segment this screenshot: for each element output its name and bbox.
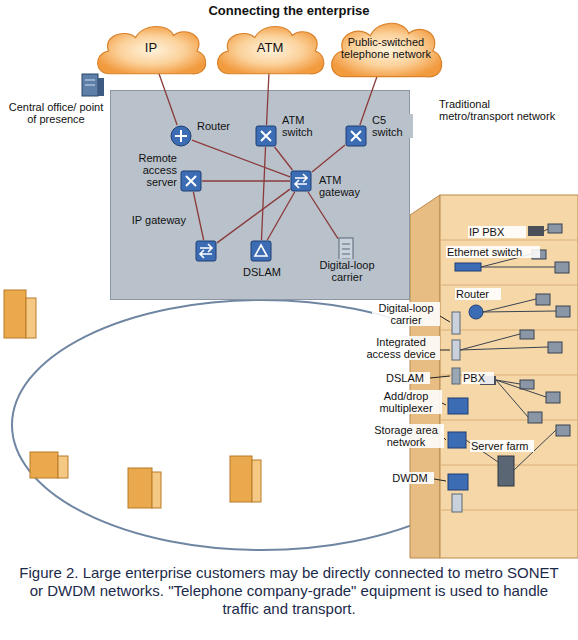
router-arrows <box>175 130 187 142</box>
switch-arrows <box>261 131 271 141</box>
connector-line <box>267 73 269 125</box>
device-icon <box>250 240 272 262</box>
connector-line <box>159 73 177 125</box>
server-icon <box>82 74 104 96</box>
switch-arrows <box>351 131 361 141</box>
connector-line <box>193 192 203 240</box>
device-icon <box>345 125 367 147</box>
connector-line <box>192 140 290 177</box>
ring-buildings <box>4 290 261 508</box>
device-node: IP gateway <box>195 240 217 262</box>
device-icon <box>255 125 277 147</box>
callout-label: Storage area network <box>368 424 444 448</box>
cloud-shape <box>98 26 206 73</box>
diagram-title: Connecting the enterprise <box>0 3 578 18</box>
connector-line <box>202 180 290 181</box>
device-node: ATM switch <box>255 125 277 147</box>
device-node: Digital-loop carrier <box>338 237 354 265</box>
device-node: Router <box>170 125 192 147</box>
device-icon <box>195 240 217 262</box>
cloud-label: ATM <box>243 41 297 61</box>
device-node: Remote access server <box>180 170 202 192</box>
device-label: Remote access server <box>124 152 178 188</box>
callout-label: DSLAM <box>380 372 430 384</box>
cloud-label: IP <box>131 41 171 61</box>
connector-line <box>261 147 265 240</box>
callout-label: DWDM <box>386 472 434 484</box>
callout-label: Server farm <box>470 440 534 452</box>
gateway-arrows <box>200 244 212 258</box>
device-label: ATM gateway <box>318 174 370 198</box>
gateway-symbol <box>196 241 216 261</box>
cloud-label: Public-switched telephone network <box>326 36 446 66</box>
device-node: DSLAM <box>250 240 272 262</box>
device-node: ATM gateway <box>290 170 312 192</box>
device-label: ATM switch <box>281 114 323 138</box>
switch-symbol <box>181 171 201 191</box>
connector-line <box>360 76 377 126</box>
device-icon <box>290 170 312 192</box>
callout-label: Ethernet switch <box>446 246 540 258</box>
cloud-shape <box>217 26 323 73</box>
switch-symbol <box>256 126 276 146</box>
device-label: DSLAM <box>236 266 288 278</box>
enterprise-building <box>410 195 578 558</box>
router-symbol <box>171 126 191 146</box>
gateway-symbol <box>291 171 311 191</box>
building-devices <box>448 224 570 512</box>
connector-line <box>267 192 294 240</box>
callout-label: Router <box>455 288 501 300</box>
callout-label: PBX <box>462 372 494 384</box>
network-cloud: IP <box>92 20 210 82</box>
device-label: Digital-loop carrier <box>311 259 383 283</box>
device-node: C5 switch <box>345 125 367 147</box>
connector-line <box>217 189 290 243</box>
panel-heading: Central office/ point of presence <box>5 101 107 125</box>
callout-label: Integrated access device <box>362 336 440 360</box>
gateway-arrows <box>295 174 307 188</box>
connector-line <box>275 147 293 170</box>
device-icon <box>170 125 192 147</box>
switch-arrows <box>186 176 196 186</box>
central-office-panel: Central office/ point of presenceRouterA… <box>110 90 410 300</box>
switch-symbol <box>346 126 366 146</box>
device-icon <box>180 170 202 192</box>
dslam-mark <box>255 245 267 256</box>
figure-caption: Figure 2. Large enterprise customers may… <box>0 562 578 620</box>
dslam-symbol <box>251 241 271 261</box>
device-label: C5 switch <box>371 114 413 138</box>
device-label: Router <box>196 120 242 132</box>
device-label: IP gateway <box>125 214 187 226</box>
connector-line <box>308 192 338 239</box>
dlc-slots <box>342 244 350 259</box>
network-cloud: ATM <box>212 20 328 82</box>
callout-label: IP PBX <box>468 226 526 238</box>
network-cloud: Public-switched telephone network <box>326 16 446 86</box>
connector-line <box>312 145 345 172</box>
callout-label: Add/drop multiplexer <box>370 390 442 414</box>
callout-label: Traditional metro/transport network <box>438 98 560 122</box>
callout-label: Digital-loop carrier <box>372 302 440 326</box>
